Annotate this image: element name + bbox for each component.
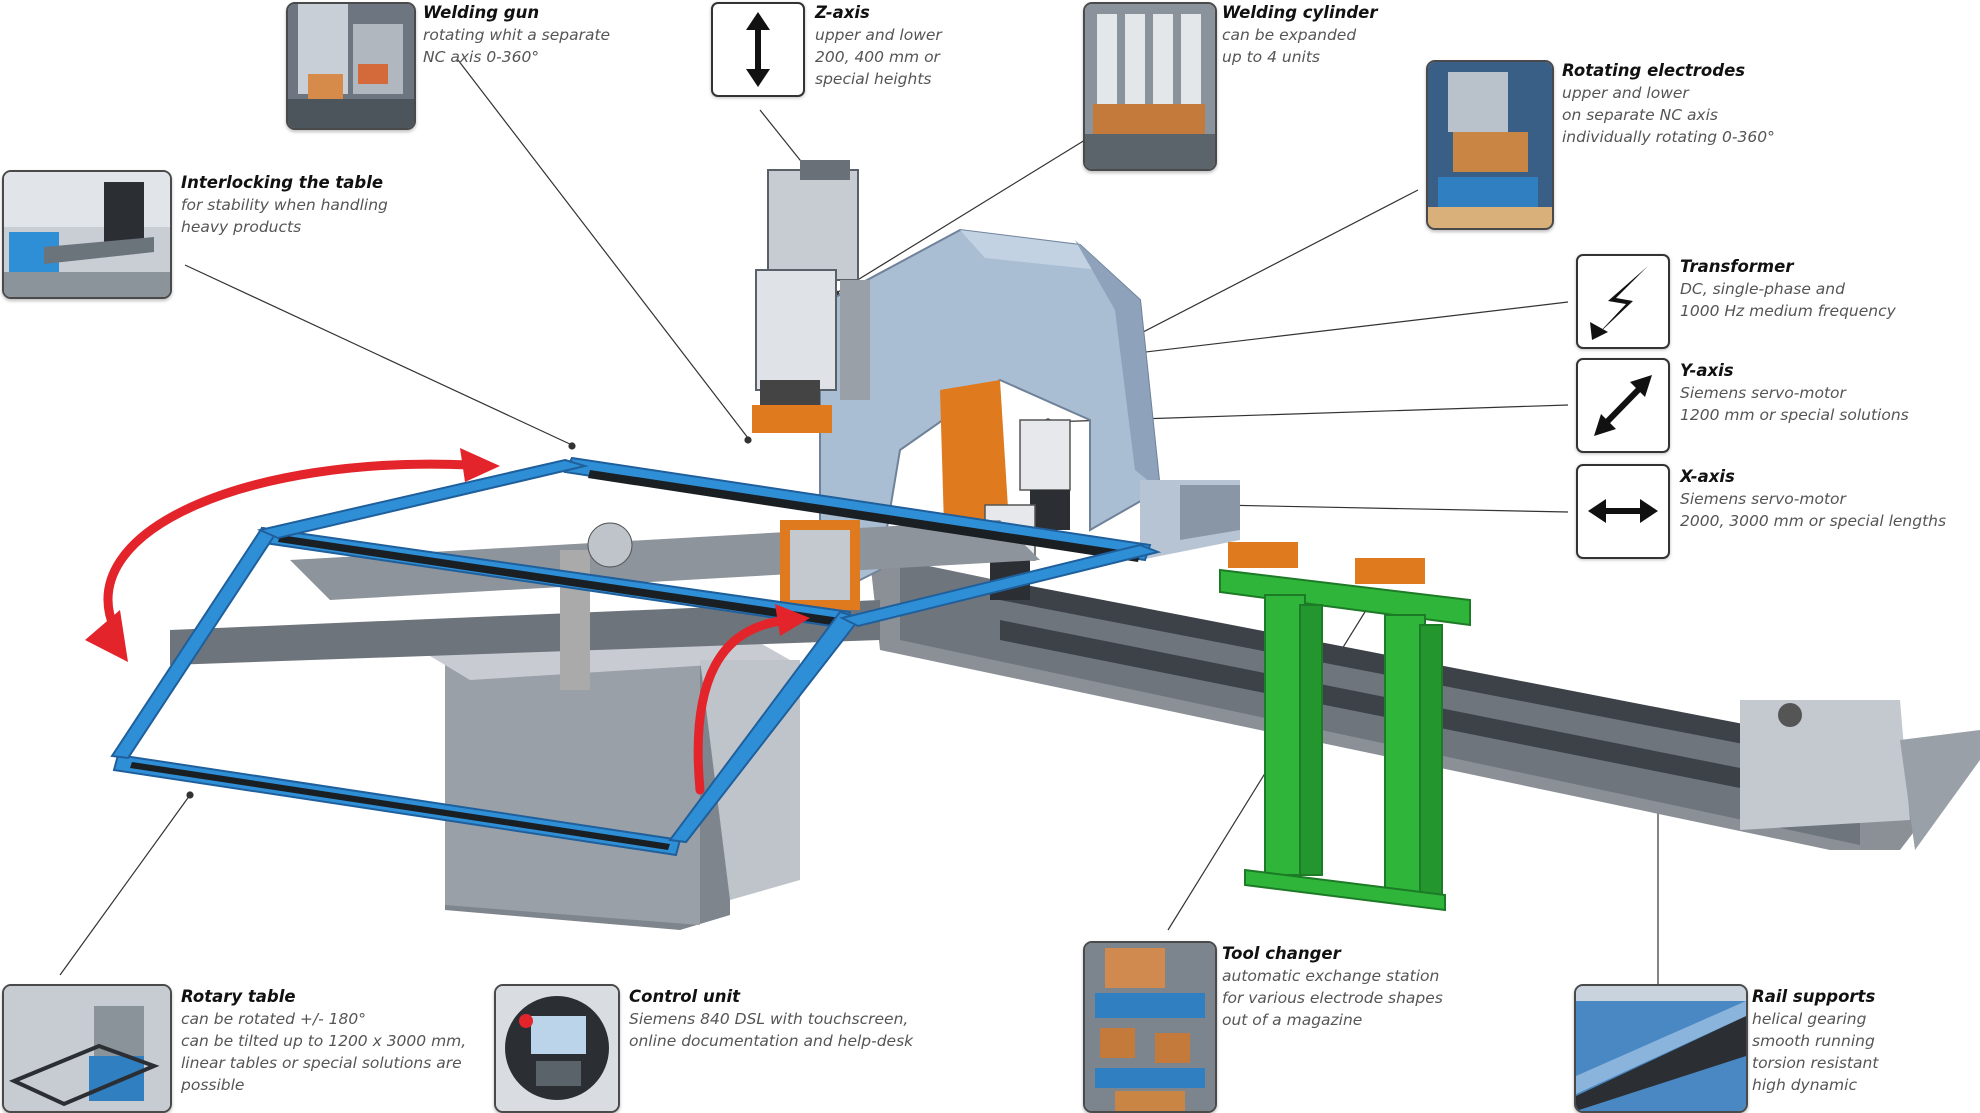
transformer-icon <box>1576 254 1670 349</box>
y-axis-title: Y-axis <box>1680 361 1734 380</box>
tool-changer-stand <box>1219 568 1471 912</box>
interlocking-photo <box>2 170 172 299</box>
transformer-title: Transformer <box>1680 257 1794 276</box>
interlocking-title: Interlocking the table <box>181 173 384 192</box>
y-axis-desc: Siemens servo-motor 1200 mm or special s… <box>1680 384 1909 424</box>
welding-cylinder-desc: can be expanded up to 4 units <box>1222 26 1357 66</box>
rotary-table-frame <box>110 456 1162 857</box>
control-unit-desc: Siemens 840 DSL with touchscreen, online… <box>629 1010 914 1050</box>
rotating-electrodes-title: Rotating electrodes <box>1562 61 1746 80</box>
x-axis-title: X-axis <box>1680 467 1735 486</box>
rail-supports-photo <box>1574 984 1748 1113</box>
welding-gun-photo <box>286 2 416 130</box>
x-axis-icon <box>1576 464 1670 559</box>
rotating-electrodes-desc: upper and lower on separate NC axis indi… <box>1562 84 1775 146</box>
rail-supports-title: Rail supports <box>1752 987 1876 1006</box>
z-axis-icon <box>711 2 805 97</box>
tool-changer-photo <box>1083 941 1217 1113</box>
control-unit-photo <box>494 984 620 1113</box>
electrode-block <box>780 520 860 610</box>
tool-changer-magazine <box>1228 542 1425 584</box>
z-axis-desc: upper and lower 200, 400 mm or special h… <box>815 26 942 88</box>
rotary-table-title: Rotary table <box>181 987 296 1006</box>
z-axis-title: Z-axis <box>815 3 870 22</box>
rotating-electrodes-photo <box>1426 60 1554 230</box>
welding-head <box>752 160 870 433</box>
welding-cylinder-photo <box>1083 2 1217 171</box>
rotary-table-desc: can be rotated +/- 180° can be tilted up… <box>181 1010 467 1094</box>
rotation-arrows <box>103 459 795 795</box>
transformer-desc: DC, single-phase and 1000 Hz medium freq… <box>1680 280 1896 320</box>
interlocking-desc: for stability when handling heavy produc… <box>181 196 388 236</box>
x-axis-desc: Siemens servo-motor 2000, 3000 mm or spe… <box>1680 490 1947 530</box>
control-unit-title: Control unit <box>629 987 740 1006</box>
rail-supports-desc: helical gearing smooth running torsion r… <box>1752 1010 1879 1094</box>
welding-gun-title: Welding gun <box>423 3 540 22</box>
welding-cylinder-title: Welding cylinder <box>1222 3 1378 22</box>
rotary-table-photo <box>2 984 172 1113</box>
welding-gun-desc: rotating whit a separate NC axis 0-360° <box>423 26 611 66</box>
tool-changer-title: Tool changer <box>1222 944 1341 963</box>
tool-changer-desc: automatic exchange station for various e… <box>1222 967 1443 1029</box>
y-axis-icon <box>1576 358 1670 453</box>
